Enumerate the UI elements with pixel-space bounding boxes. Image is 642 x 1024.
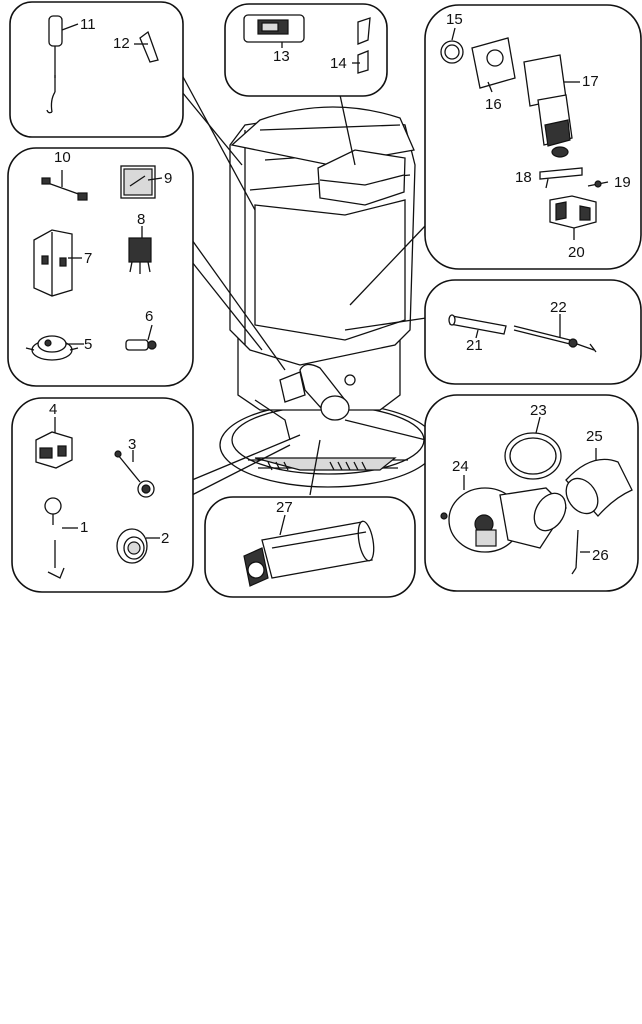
part-12-clip: 12 bbox=[113, 30, 159, 63]
callout-9: 9 bbox=[164, 170, 172, 187]
part-18-bracket: 18 bbox=[515, 167, 583, 189]
part-23-gasket: 23 bbox=[504, 402, 562, 480]
panel-switches: 4 3 1 2 bbox=[11, 397, 194, 593]
callout-2: 2 bbox=[161, 530, 169, 547]
part-24-blower: 24 bbox=[440, 458, 567, 553]
part-26-probe: 26 bbox=[571, 529, 609, 575]
callout-19: 19 bbox=[614, 174, 631, 191]
part-2-grommet: 2 bbox=[116, 528, 169, 564]
part-22-rod: 22 bbox=[513, 299, 597, 353]
callout-22: 22 bbox=[550, 299, 567, 316]
part-13-display: 13 bbox=[243, 14, 305, 65]
part-3-probe: 3 bbox=[114, 436, 155, 498]
panel-distribution-blower: 27 bbox=[204, 496, 416, 598]
part-15-gasket: 15 bbox=[440, 11, 464, 64]
panel-auger-motor: 15 16 17 18 19 bbox=[424, 4, 642, 270]
callout-7: 7 bbox=[84, 250, 92, 267]
callout-8: 8 bbox=[137, 211, 145, 228]
part-5-vacuum-switch: 5 bbox=[25, 335, 92, 361]
callout-13: 13 bbox=[273, 48, 290, 65]
callout-27: 27 bbox=[276, 499, 293, 516]
panel-ignitor: 11 12 bbox=[9, 1, 184, 138]
callout-16: 16 bbox=[485, 96, 502, 113]
callout-20: 20 bbox=[568, 244, 585, 261]
panel-combustion-blower: 23 25 24 26 bbox=[424, 394, 639, 592]
callout-5: 5 bbox=[84, 336, 92, 353]
callout-17: 17 bbox=[582, 73, 599, 90]
part-25-elbow: 25 bbox=[565, 428, 633, 517]
callout-25: 25 bbox=[586, 428, 603, 445]
part-4-switch: 4 bbox=[35, 401, 73, 469]
part-27-blower: 27 bbox=[243, 499, 375, 587]
callout-24: 24 bbox=[452, 458, 469, 475]
panel-tube-rod: 21 22 bbox=[424, 279, 642, 385]
callout-4: 4 bbox=[49, 401, 57, 418]
callout-3: 3 bbox=[128, 436, 136, 453]
part-16-plate: 16 bbox=[471, 37, 516, 113]
callout-12: 12 bbox=[113, 35, 130, 52]
callout-26: 26 bbox=[592, 547, 609, 564]
part-21-tube: 21 bbox=[448, 314, 507, 354]
callout-18: 18 bbox=[515, 169, 532, 186]
callout-6: 6 bbox=[145, 308, 153, 325]
callout-21: 21 bbox=[466, 337, 483, 354]
callout-10: 10 bbox=[54, 149, 71, 166]
part-1-thermal-disc: 1 bbox=[44, 497, 88, 579]
leader-lines bbox=[181, 74, 427, 496]
part-6-sensor: 6 bbox=[125, 308, 157, 351]
callout-14: 14 bbox=[330, 55, 347, 72]
part-20-gear-motor: 20 bbox=[549, 195, 597, 261]
callout-11: 11 bbox=[80, 16, 96, 33]
stove-body bbox=[219, 106, 437, 488]
part-7-control-box: 7 bbox=[33, 229, 92, 297]
part-17-motor-housing: 17 bbox=[523, 54, 599, 158]
part-11-ignitor: 11 bbox=[46, 15, 96, 114]
panel-control-panel: 13 14 bbox=[224, 3, 388, 97]
part-8-heat-sensor: 8 bbox=[128, 211, 152, 274]
part-19-bolt: 19 bbox=[587, 174, 631, 191]
part-14-bracket: 14 bbox=[330, 17, 371, 74]
callout-1: 1 bbox=[80, 519, 88, 536]
callout-23: 23 bbox=[530, 402, 547, 419]
panel-electronics: 10 9 8 7 6 bbox=[7, 147, 194, 387]
callout-15: 15 bbox=[446, 11, 463, 28]
part-9-circuit-board: 9 bbox=[120, 165, 172, 199]
part-10-wire-harness: 10 bbox=[41, 149, 88, 201]
